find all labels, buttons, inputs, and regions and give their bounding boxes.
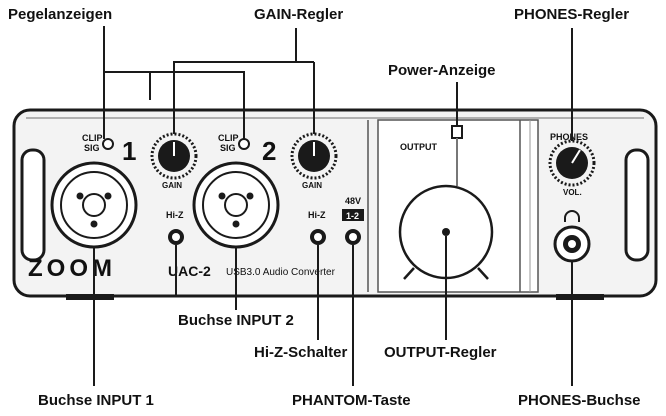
model-name: UAC-2	[168, 263, 211, 279]
input2-xlr-pin-b	[246, 192, 254, 200]
callout-input2-jack: Buchse INPUT 2	[178, 312, 294, 329]
input1-combo-jack-ring	[60, 171, 128, 239]
right-foot	[556, 294, 604, 300]
power-indicator-led	[451, 125, 463, 139]
phantom-button-cap	[349, 233, 357, 241]
output-scale-max	[477, 267, 489, 280]
brand-logo: ZOOM	[28, 255, 116, 282]
callout-hiz-switch: Hi-Z-Schalter	[254, 344, 348, 361]
output-label: OUTPUT	[400, 142, 438, 152]
callout-input1-jack: Buchse INPUT 1	[38, 392, 154, 409]
phantom-badge-label: 1-2	[346, 211, 359, 221]
input1-xlr-pin-c	[90, 220, 98, 228]
phones-knob-pointer	[571, 149, 581, 164]
callout-gain-knobs: GAIN-Regler	[254, 6, 344, 23]
callout-level-indicators: Pegelanzeigen	[8, 6, 113, 23]
output-knob-dot	[442, 228, 450, 236]
hiz-label-2: Hi-Z	[308, 210, 326, 220]
gain-label-2: GAIN	[302, 181, 322, 190]
channel-1-number: 1	[122, 136, 136, 166]
level-led-2	[238, 138, 250, 150]
gain-knob-2-scale	[290, 132, 338, 180]
clip-label-2: CLIP	[218, 133, 239, 143]
input2-combo-jack-center	[224, 193, 248, 217]
output-scale-min	[403, 267, 415, 280]
left-foot	[66, 294, 114, 300]
phones-knob-scale	[548, 139, 596, 187]
callout-phones-jack: PHONES-Buchse	[518, 392, 641, 409]
callout-power-indicator: Power-Anzeige	[388, 62, 496, 79]
level-led-1	[102, 138, 114, 150]
input1-xlr-pin-a	[76, 192, 84, 200]
leader-lines	[93, 26, 573, 386]
gain-knob-1-scale	[150, 132, 198, 180]
leader-gain-a	[173, 28, 297, 134]
sig-label-1: SIG	[84, 143, 100, 153]
right-grip	[624, 148, 650, 262]
phones-jack-hole	[568, 240, 576, 248]
phones-label: PHONES	[550, 132, 588, 142]
leader-input2	[175, 245, 237, 297]
callout-phones-knob: PHONES-Regler	[514, 6, 630, 23]
callout-output-knob: OUTPUT-Regler	[384, 344, 497, 361]
phantom-badge-bg	[342, 209, 364, 221]
input2-combo-jack-ring	[202, 171, 270, 239]
phantom-48v-label: 48V	[345, 196, 361, 206]
left-grip	[20, 148, 46, 262]
callout-phantom-button: PHANTOM-Taste	[292, 392, 411, 409]
input2-xlr-pin-c	[232, 220, 240, 228]
input1-xlr-pin-b	[104, 192, 112, 200]
headphones-icon	[564, 210, 580, 222]
input1-combo-jack-center	[82, 193, 106, 217]
hiz-label-1: Hi-Z	[166, 210, 184, 220]
input2-xlr-pin-a	[218, 192, 226, 200]
hiz-switch-2-cap	[314, 233, 322, 241]
channel-2-number: 2	[262, 136, 276, 166]
hiz-switch-1-cap	[172, 233, 180, 241]
vol-label: VOL.	[563, 188, 582, 197]
sig-label-2: SIG	[220, 143, 236, 153]
gain-label-1: GAIN	[162, 181, 182, 190]
model-subtitle: USB3.0 Audio Converter	[226, 267, 336, 278]
clip-label-1: CLIP	[82, 133, 103, 143]
